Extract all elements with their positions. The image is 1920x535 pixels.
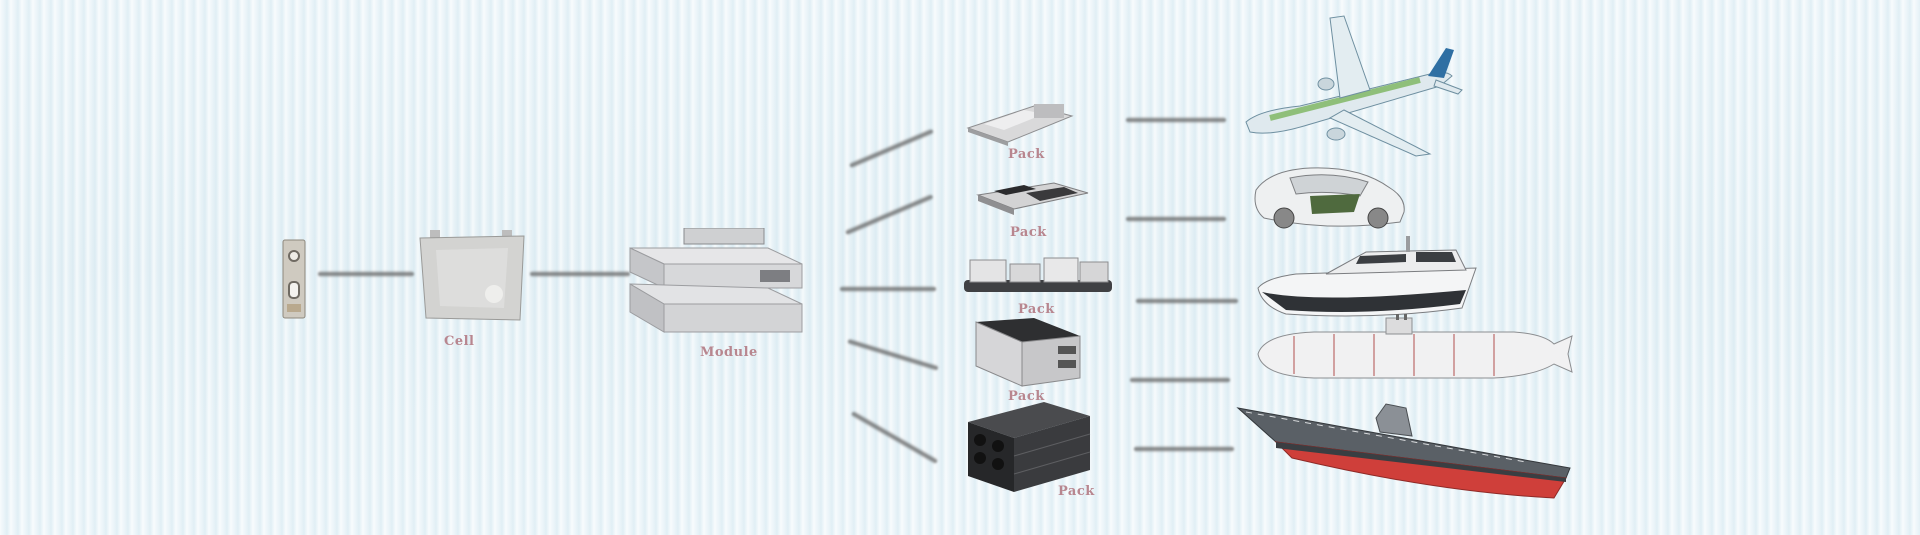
- connector-line: [1126, 117, 1226, 123]
- connector-line: [1130, 377, 1230, 383]
- pack-label-2: Pack: [1010, 225, 1047, 240]
- pack-label-1: Pack: [1008, 147, 1045, 162]
- connector-line: [847, 338, 939, 372]
- pack-image-3: [960, 250, 1116, 296]
- connector-line: [318, 271, 414, 277]
- airplane-image: [1240, 14, 1464, 164]
- cell-label: Cell: [444, 334, 475, 349]
- aircraft-carrier-image: [1236, 402, 1572, 502]
- connector-line: [1136, 298, 1238, 304]
- car-image: [1250, 160, 1410, 240]
- battery-module-image: [628, 228, 804, 336]
- connector-line: [530, 271, 630, 277]
- connector-line: [840, 286, 936, 292]
- pack-image-1: [964, 98, 1076, 148]
- pack-label-5: Pack: [1058, 484, 1095, 499]
- pack-label-4: Pack: [1008, 389, 1045, 404]
- yacht-image: [1256, 234, 1488, 320]
- submarine-image: [1254, 314, 1574, 392]
- pouch-cell-image: [416, 230, 528, 322]
- connector-line: [850, 410, 939, 465]
- connector-line: [848, 128, 935, 169]
- pack-image-4: [974, 316, 1086, 390]
- single-cell-image: [281, 238, 307, 320]
- pack-image-2: [974, 175, 1092, 223]
- connector-line: [844, 193, 934, 236]
- module-label: Module: [700, 345, 758, 360]
- pack-image-5: [964, 400, 1094, 496]
- connector-line: [1134, 446, 1234, 452]
- connector-line: [1126, 216, 1226, 222]
- pack-label-3: Pack: [1018, 302, 1055, 317]
